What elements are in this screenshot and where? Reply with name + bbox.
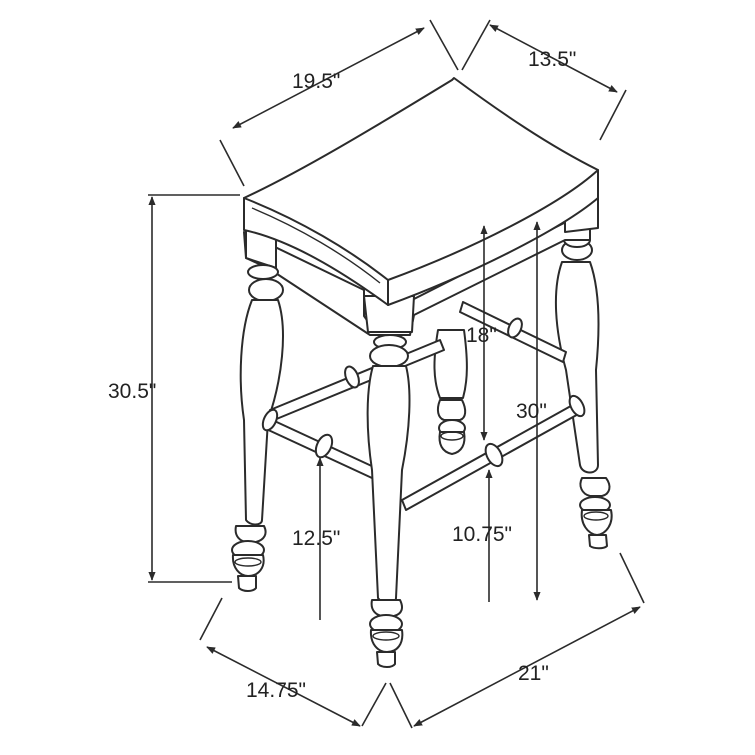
back-right-leg xyxy=(554,232,613,550)
front-right-leg xyxy=(366,334,411,668)
seat-height-label: 30" xyxy=(516,400,547,423)
base-depth-label: 14.75" xyxy=(246,679,306,702)
seat-to-stretcher-label: 18" xyxy=(466,324,497,347)
left-side-stretcher xyxy=(269,339,445,421)
seat-width-label: 19.5" xyxy=(292,70,340,93)
front-left-leg xyxy=(231,264,284,592)
overall-height-label: 30.5" xyxy=(108,380,156,403)
dimension-lines xyxy=(148,19,645,729)
front-stretcher-height-label: 12.5" xyxy=(292,527,340,550)
base-width-label: 21" xyxy=(518,662,549,685)
seat-depth-label: 13.5" xyxy=(528,48,576,71)
dimension-labels: 19.5" 13.5" 30.5" 18" 30" 12.5" 10.75" 1… xyxy=(108,48,576,702)
side-stretcher-height-label: 10.75" xyxy=(452,523,512,546)
front-stretcher xyxy=(261,408,377,479)
right-side-stretcher xyxy=(401,394,586,511)
seat-cushion xyxy=(243,77,599,306)
